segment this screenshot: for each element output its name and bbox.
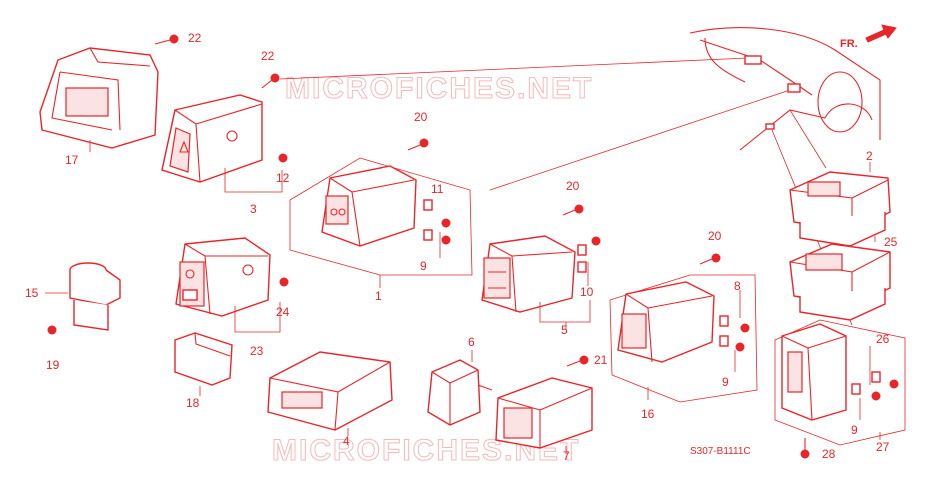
- fasteners: [47, 34, 810, 459]
- callout-9-a: 9: [420, 259, 427, 273]
- callout-10: 10: [580, 285, 594, 299]
- part-27-group: [774, 319, 906, 446]
- callout-25: 25: [884, 235, 898, 249]
- callout-1: 1: [375, 289, 382, 303]
- callout-5: 5: [561, 323, 568, 337]
- callout-23: 23: [250, 344, 264, 358]
- callout-20-b: 20: [566, 179, 580, 193]
- callout-9-b: 9: [722, 375, 729, 389]
- part-7-bezel: [495, 377, 593, 449]
- callout-20-a: 20: [414, 110, 428, 124]
- part-17-bezel: [39, 47, 159, 149]
- part-16-group: [609, 274, 758, 403]
- callout-19: 19: [46, 358, 60, 372]
- callout-3: 3: [250, 202, 257, 216]
- diagram-code: S307-B1111C: [690, 446, 751, 457]
- callout-9-c: 9: [851, 423, 858, 437]
- callout-18: 18: [186, 396, 200, 410]
- part-18-cap: [174, 332, 233, 386]
- part-25-switch: [789, 243, 891, 321]
- callout-20-c: 20: [708, 229, 722, 243]
- callout-16: 16: [641, 407, 655, 421]
- part-2-switch: [789, 171, 891, 247]
- callout-labels: 22 22 17 12 3 20 11 9 1 20 10 5 20 8 9 1…: [25, 31, 898, 463]
- part-15-switch: [69, 262, 121, 331]
- part-6-switch: [427, 359, 493, 426]
- callout-4: 4: [343, 434, 350, 448]
- callout-22: 22: [261, 49, 275, 63]
- callout-leaders: [45, 140, 881, 454]
- callout-6: 6: [468, 335, 475, 349]
- callout-15: 15: [25, 286, 39, 300]
- vehicle-outline: [689, 27, 881, 151]
- callout-21: 21: [594, 353, 608, 367]
- callout-28: 28: [822, 447, 836, 461]
- callout-7: 7: [563, 449, 570, 463]
- callout-27: 27: [876, 440, 890, 454]
- callout-17: 17: [65, 153, 79, 167]
- callout-8: 8: [734, 279, 741, 293]
- svg-text:FR.: FR.: [840, 38, 858, 50]
- part-23-switch: [175, 237, 271, 317]
- callout-12: 12: [276, 171, 290, 185]
- watermark-top: MICROFICHES.NET: [285, 72, 593, 105]
- part-4-tray: [267, 351, 393, 431]
- callout-24: 24: [276, 305, 290, 319]
- callout-26: 26: [876, 332, 890, 346]
- callout-11: 11: [431, 182, 444, 196]
- part-5-group: [481, 235, 591, 323]
- callout-22-top: 22: [188, 31, 202, 45]
- front-direction-arrow: FR.: [840, 24, 897, 50]
- part-3-hazard-switch: [161, 94, 263, 183]
- callout-2: 2: [866, 149, 873, 163]
- part-1-group: [289, 157, 473, 276]
